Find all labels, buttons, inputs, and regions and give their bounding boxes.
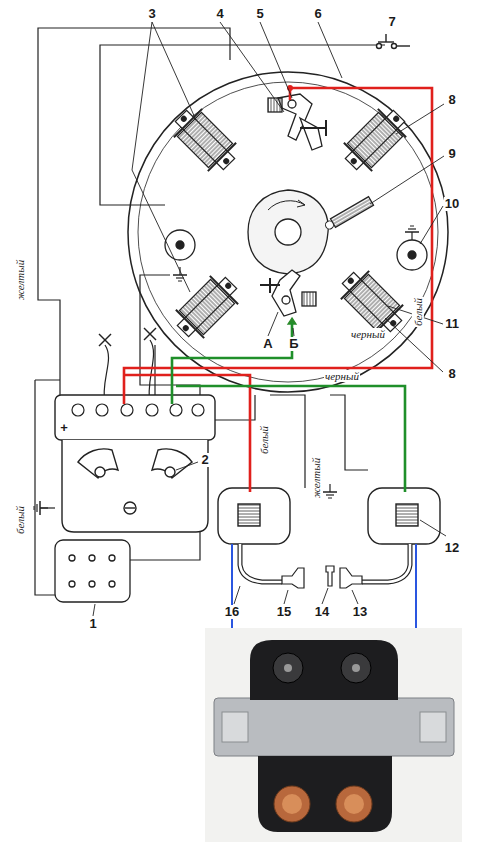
contact-breaker bbox=[260, 270, 316, 324]
callout-number: 14 bbox=[314, 605, 330, 619]
wire-color-label: черный bbox=[324, 370, 360, 382]
wire-color-label: желтый bbox=[14, 259, 26, 301]
callout-number: 8 bbox=[447, 93, 456, 107]
red-wire bbox=[124, 88, 432, 492]
callout-number: 10 bbox=[444, 197, 460, 211]
callout-letter: А bbox=[262, 337, 273, 351]
callout-number: 15 bbox=[276, 605, 292, 619]
ignition-coil bbox=[337, 102, 413, 178]
callout-letter: Б bbox=[288, 337, 299, 351]
connector-block bbox=[55, 540, 130, 602]
wiring bbox=[35, 28, 385, 595]
callout-number: 16 bbox=[224, 605, 240, 619]
callout-number: 11 bbox=[444, 317, 460, 331]
terminal-block bbox=[55, 395, 215, 532]
wire-color-label: белый bbox=[412, 297, 424, 327]
wire-color-label: желтый bbox=[310, 457, 322, 499]
wire-color-label: черный bbox=[350, 328, 386, 340]
callout-number: 4 bbox=[215, 7, 224, 21]
callout-number: 8 bbox=[447, 367, 456, 381]
ignition-coil bbox=[334, 264, 410, 340]
capacitor bbox=[165, 230, 427, 270]
leader-line bbox=[93, 22, 446, 616]
lubricator bbox=[324, 197, 374, 232]
ignition-coil bbox=[167, 102, 243, 178]
wire-color-label: белый bbox=[14, 505, 26, 535]
callout-number: 6 bbox=[313, 7, 322, 21]
wire-color-label: белый bbox=[258, 425, 270, 455]
callout-number: 5 bbox=[255, 7, 264, 21]
callout-number: 2 bbox=[200, 453, 209, 467]
callout-number: 7 bbox=[387, 15, 396, 29]
terminal-screw bbox=[72, 404, 204, 416]
coil-photo bbox=[205, 628, 462, 842]
spark-plug-cap bbox=[282, 566, 362, 588]
cut-mark bbox=[99, 328, 156, 346]
polarity-mark: + bbox=[59, 421, 69, 435]
callout-number: 9 bbox=[447, 147, 456, 161]
callout-number: 3 bbox=[147, 7, 156, 21]
breaker-plate bbox=[128, 72, 448, 392]
ignition-coil bbox=[169, 269, 245, 345]
callout-number: 13 bbox=[352, 605, 368, 619]
callout-number: 12 bbox=[444, 541, 460, 555]
green-wire bbox=[172, 322, 405, 492]
cam bbox=[248, 190, 328, 274]
callout-number: 1 bbox=[88, 617, 97, 631]
push-button bbox=[377, 34, 411, 49]
